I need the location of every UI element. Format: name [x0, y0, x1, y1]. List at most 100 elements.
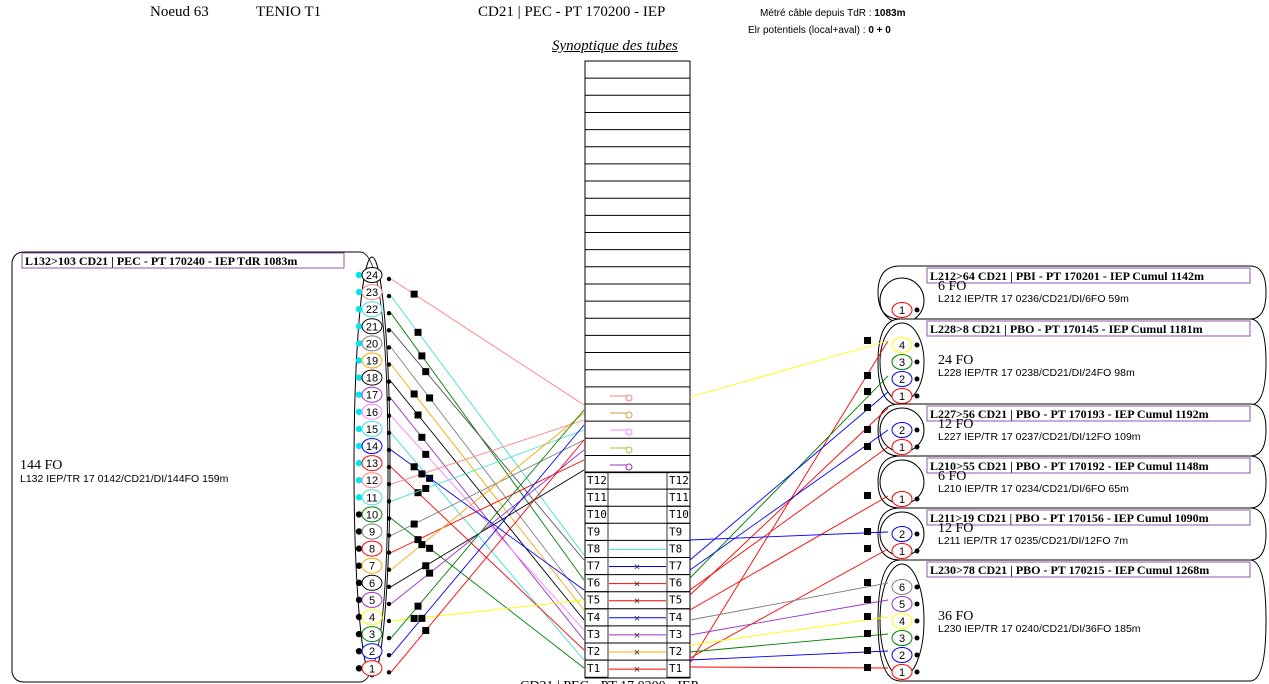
- fiber-connection-left: [390, 278, 585, 406]
- incoming-fiber-label: 9: [369, 527, 375, 539]
- splice-point-left: [414, 411, 422, 419]
- outgoing-title-box: [926, 509, 1251, 526]
- incoming-fiber-label: 12: [366, 475, 378, 487]
- incoming-fiber-marker: [355, 613, 363, 621]
- outgoing-fiber-3: [891, 630, 913, 646]
- subtube-marker: [625, 428, 633, 436]
- tube-label-left: T4: [587, 611, 601, 624]
- incoming-fiber-end: [386, 482, 392, 487]
- incoming-fiber-marker: [355, 374, 363, 381]
- outgoing-fiber-1: [891, 491, 913, 507]
- incoming-fiber-label: 22: [366, 304, 378, 316]
- tube-label-left: T7: [587, 560, 600, 573]
- incoming-fiber-marker: [355, 391, 363, 398]
- outgoing-cable-ref: L227 IEP/TR 17 0237/CD21/DI/12FO 109m: [938, 431, 1141, 443]
- outgoing-fiber-5: [891, 596, 913, 612]
- splice-mark: ×: [634, 579, 640, 591]
- synoptic-title: Synoptique des tubes: [552, 38, 678, 54]
- tube-label-left: T10: [587, 508, 607, 521]
- incoming-fiber-9: [361, 523, 383, 540]
- subtube-marker: [625, 463, 633, 471]
- fiber-connection-right: [689, 582, 889, 621]
- fiber-connection-right: [689, 666, 889, 669]
- fiber-connection-right: [689, 548, 889, 659]
- splice-point-left: [410, 520, 418, 528]
- incoming-fiber-marker: [355, 665, 363, 672]
- splice-point-left: [422, 626, 430, 634]
- splice-point-right: [864, 372, 871, 379]
- incoming-fiber-15: [361, 420, 383, 437]
- tube-label-left: T6: [587, 577, 600, 590]
- incoming-fiber-17: [361, 386, 383, 403]
- splice-point-left: [418, 541, 426, 549]
- incoming-fiber-label: 14: [366, 441, 378, 453]
- incoming-fiber-marker: [355, 340, 363, 347]
- incoming-fiber-marker: [355, 477, 363, 484]
- splice-point-left: [418, 470, 426, 478]
- splice-point-right: [864, 613, 871, 620]
- outgoing-fiber-label: 2: [899, 425, 905, 437]
- outgoing-cable-outline: [877, 559, 1267, 682]
- incoming-fiber-22: [361, 301, 383, 318]
- incoming-title-box: [21, 252, 345, 269]
- fiber-connection-right: [689, 599, 889, 636]
- incoming-fiber-label: 15: [366, 424, 378, 436]
- incoming-fiber-end: [386, 430, 392, 436]
- incoming-fiber-marker: [355, 648, 363, 655]
- incoming-fiber-5: [361, 591, 383, 608]
- fiber-connection-right: [689, 495, 889, 611]
- splice-point-right: [864, 647, 871, 654]
- incoming-fiber-marker: [355, 357, 363, 364]
- incoming-fiber-label: 23: [366, 287, 378, 299]
- tube-label-right: T9: [669, 525, 682, 538]
- incoming-fiber-label: 21: [366, 321, 378, 333]
- splice-point-right: [864, 579, 871, 586]
- outgoing-fiber-end: [914, 307, 920, 313]
- splice-point-left: [410, 390, 418, 398]
- tube-label-right: T3: [669, 628, 682, 641]
- incoming-fiber-marker: [355, 630, 363, 638]
- outgoing-fo-count: 12 FO: [938, 521, 973, 536]
- incoming-fiber-marker: [355, 288, 363, 296]
- splice-point-right: [864, 404, 871, 411]
- tube-label-right: T12: [669, 474, 689, 487]
- outgoing-fiber-4: [891, 613, 913, 629]
- outgoing-fo-count: 6 FO: [938, 279, 966, 294]
- outgoing-fiber-end: [914, 496, 920, 502]
- incoming-fiber-end: [386, 550, 392, 555]
- incoming-fiber-end: [386, 618, 392, 624]
- splice-point-left: [418, 614, 426, 622]
- splice-point-right: [864, 388, 871, 395]
- fiber-connection-left: [390, 415, 585, 631]
- fiber-connection-right: [689, 531, 889, 541]
- outgoing-cable-title: L210>55 CD21 | PBO - PT 170192 - IEP Cum…: [930, 459, 1209, 473]
- outgoing-title-box: [926, 405, 1251, 422]
- outgoing-fiber-label: 6: [899, 582, 905, 594]
- incoming-cable-outline: [11, 251, 389, 683]
- splice-point-right: [864, 528, 871, 535]
- fiber-connection-right: [689, 616, 889, 646]
- incoming-fiber-label: 13: [366, 458, 378, 470]
- incoming-fiber-4: [361, 609, 383, 625]
- potential-count: Elr potentiels (local+aval) : 0 + 0: [748, 25, 891, 36]
- splice-point-left: [414, 536, 422, 544]
- incoming-fiber-marker: [355, 562, 363, 569]
- incoming-cable-title: L132>103 CD21 | PEC - PT 170240 - IEP Td…: [25, 254, 297, 268]
- incoming-fiber-label: 7: [369, 561, 375, 573]
- outgoing-cable-title: L212>64 CD21 | PBI - PT 170201 - IEP Cum…: [930, 269, 1204, 283]
- splice-point-left: [418, 433, 426, 441]
- splice-point-left: [410, 463, 418, 471]
- incoming-fiber-8: [361, 540, 383, 557]
- tube-label-right: T5: [669, 594, 682, 607]
- outgoing-fiber-end: [914, 601, 920, 607]
- splice-point-right: [864, 337, 871, 344]
- fiber-connection-right: [689, 407, 889, 596]
- outgoing-fiber-end: [914, 444, 920, 450]
- fiber-connection-right: [689, 633, 889, 653]
- footer-label: CD21 | PEC - PT 17 0200 - IEP: [520, 679, 699, 684]
- tube-label-right: T1: [669, 662, 682, 675]
- incoming-fiber-label: 20: [366, 338, 378, 350]
- incoming-fiber-end: [386, 293, 392, 299]
- subtube-marker: [625, 446, 633, 454]
